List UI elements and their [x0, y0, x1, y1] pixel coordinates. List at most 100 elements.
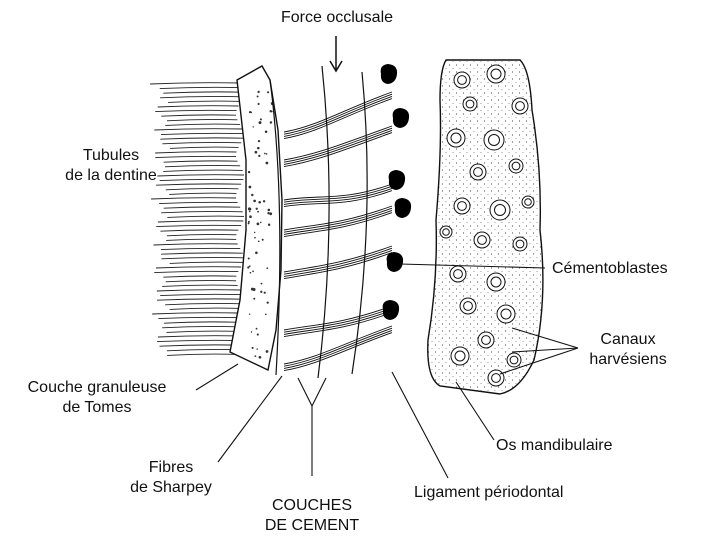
- haversian-canal-core: [451, 133, 461, 143]
- tubule-line: [157, 290, 241, 291]
- granular-dot: [258, 140, 260, 142]
- granular-dot: [265, 313, 267, 315]
- granular-dot: [253, 288, 256, 291]
- label-dentin-tubules-line1: Tubules: [56, 146, 166, 166]
- tubule-line: [160, 138, 243, 139]
- tubule-line: [157, 299, 244, 300]
- tubule-line: [163, 170, 242, 171]
- granular-dot: [254, 232, 255, 233]
- tubule-line: [167, 216, 244, 217]
- tubule-line: [157, 340, 244, 341]
- tubule-line: [164, 322, 236, 323]
- leader-fibres: [218, 376, 282, 462]
- leader-couches: [298, 378, 326, 476]
- haversian-canal-core: [510, 356, 518, 364]
- tubule-line: [161, 133, 244, 134]
- granular-dot: [257, 223, 260, 226]
- label-sharpey-fibres: Fibres de Sharpey: [118, 458, 224, 498]
- granular-dot: [255, 151, 258, 154]
- granular-dot: [254, 237, 256, 239]
- tubule-line: [158, 336, 243, 337]
- tubule-line: [155, 152, 236, 153]
- tubule-line: [162, 326, 238, 327]
- granular-dot: [267, 301, 269, 303]
- label-haversian-canals-line2: harvésiens: [578, 350, 678, 370]
- tubule-line: [164, 161, 238, 162]
- tubule-line: [156, 184, 241, 185]
- tubule-line: [161, 115, 236, 116]
- sharpey-fibre-strand: [284, 253, 392, 279]
- cementoblast-cell: [383, 300, 399, 320]
- granular-dot: [253, 298, 255, 300]
- granular-dot: [266, 267, 268, 269]
- tubule-line: [160, 294, 243, 295]
- label-haversian-canals: Canaux harvésiens: [578, 330, 678, 370]
- granular-dot: [260, 357, 262, 359]
- granular-dot: [248, 207, 251, 210]
- haversian-canal-core: [455, 351, 465, 361]
- tubule-line: [161, 257, 244, 258]
- label-sharpey-fibres-line1: Fibres: [118, 458, 224, 478]
- haversian-canal-core: [474, 168, 483, 177]
- granular-dot: [262, 239, 264, 241]
- tubule-line: [155, 110, 236, 111]
- granular-dot: [256, 208, 258, 210]
- label-sharpey-fibres-line2: de Sharpey: [118, 478, 224, 498]
- granular-dot: [265, 130, 268, 133]
- tubule-line: [167, 354, 238, 355]
- granular-dot: [249, 186, 252, 189]
- tubule-line: [170, 262, 244, 263]
- haversian-canal-core: [492, 374, 501, 383]
- granular-dot: [268, 209, 271, 212]
- haversian-canal-core: [516, 240, 524, 248]
- label-cement-layers-line2: DE CEMENT: [250, 516, 374, 536]
- tubule-line: [154, 271, 238, 272]
- sharpey-fibre-strand: [284, 184, 392, 200]
- label-granular-layer: Couche granuleuse de Tomes: [4, 378, 190, 418]
- granular-dot: [266, 162, 269, 165]
- label-granular-layer-line2: de Tomes: [4, 398, 190, 418]
- granular-dot: [253, 200, 256, 203]
- dentin-tubules: [150, 83, 244, 356]
- granular-dot: [248, 221, 250, 223]
- cementoblast-cell: [393, 108, 409, 128]
- tubule-line: [151, 198, 236, 199]
- tubule-line: [157, 175, 244, 176]
- granular-dot: [264, 153, 266, 155]
- tubule-line: [164, 207, 241, 208]
- label-granular-layer-line1: Couche granuleuse: [4, 378, 190, 398]
- tubule-line: [160, 87, 243, 88]
- tubule-line: [165, 303, 243, 304]
- granular-dot: [260, 222, 262, 224]
- haversian-canal-core: [512, 162, 520, 170]
- tubule-line: [153, 244, 237, 245]
- granular-dot: [252, 347, 254, 349]
- haversian-canal-core: [525, 199, 532, 206]
- cementoblast-cell: [381, 64, 397, 84]
- tubule-line: [161, 253, 243, 254]
- granular-dot: [257, 147, 260, 150]
- tubule-line: [158, 221, 243, 222]
- sharpey-fibres: [284, 92, 392, 371]
- granular-dot: [257, 334, 259, 336]
- granular-dot: [256, 328, 258, 330]
- sharpey-fibre-strand: [284, 126, 392, 160]
- cementoblast-cell: [389, 170, 405, 190]
- granular-dot: [249, 211, 250, 212]
- leader-ligament: [392, 372, 448, 478]
- tubule-line: [162, 142, 241, 143]
- label-dentin-tubules-line2: de la dentine: [56, 166, 166, 186]
- label-cement-layers-line1: COUCHES: [250, 496, 374, 516]
- granular-dot: [253, 126, 254, 127]
- label-periodontal-ligament: Ligament périodontal: [414, 483, 563, 503]
- granular-dot: [267, 91, 269, 93]
- granular-dot: [252, 271, 254, 273]
- tubule-line: [167, 119, 238, 120]
- haversian-canal-core: [489, 135, 500, 146]
- haversian-canal-core: [516, 102, 525, 111]
- sharpey-fibre-strand: [284, 248, 392, 274]
- cementoblasts: [381, 64, 411, 320]
- tubule-line: [170, 308, 241, 309]
- haversian-canal-core: [464, 302, 473, 311]
